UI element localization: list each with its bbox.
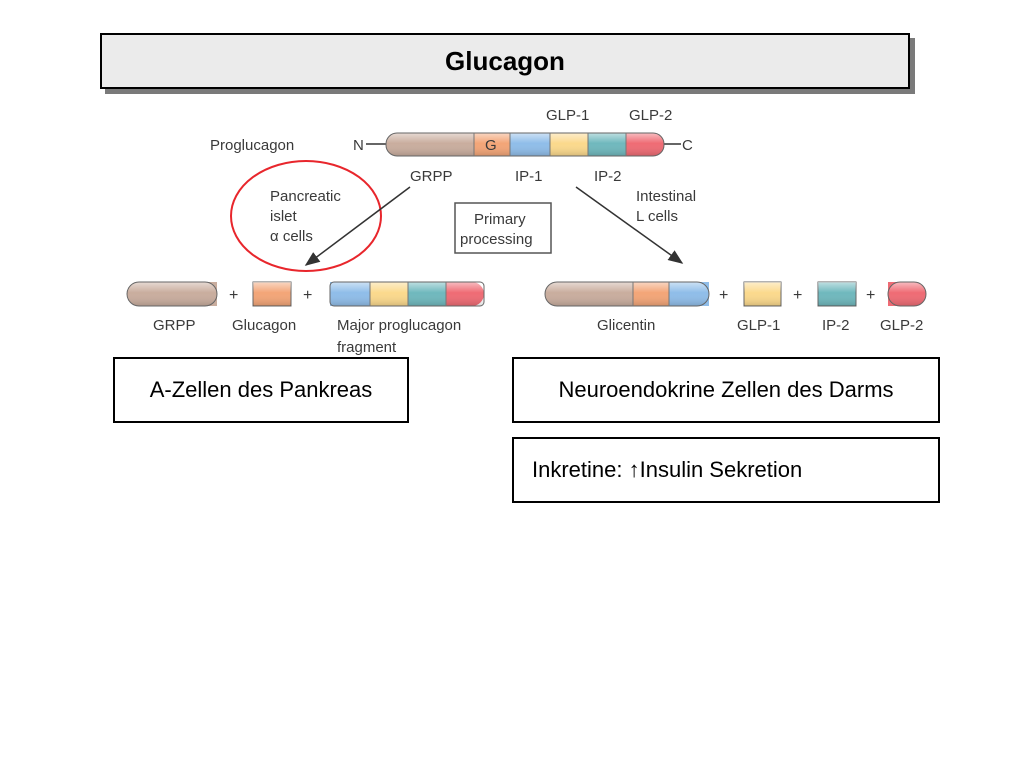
- proglucagon-bar: G: [385, 132, 665, 157]
- plus-sign: +: [793, 287, 802, 304]
- ip2-product-label: IP-2: [822, 317, 850, 334]
- left-pathway-line-2: islet: [270, 208, 298, 225]
- processing-line-2: processing: [460, 231, 533, 248]
- glicentin-outline: [544, 281, 710, 307]
- major-fragment-label-2: fragment: [337, 339, 397, 356]
- major-fragment-outline: [329, 281, 485, 307]
- glicentin-label: Glicentin: [597, 317, 655, 334]
- left-pathway-line-3: α cells: [270, 228, 313, 245]
- plus-sign: +: [303, 287, 312, 304]
- glp1-top-label: GLP-1: [546, 107, 589, 124]
- plus-sign: +: [866, 287, 875, 304]
- neuroendocrine-box: Neuroendokrine Zellen des Darms: [512, 357, 940, 423]
- glucagon-product-shade: [253, 282, 291, 306]
- plus-sign: +: [719, 287, 728, 304]
- left-arrow: [304, 186, 411, 266]
- g-segment-label: G: [485, 137, 497, 154]
- proglucagon-label: Proglucagon: [210, 137, 294, 154]
- ip2-bottom-label: IP-2: [594, 168, 622, 185]
- right-pathway-line-2: L cells: [636, 208, 678, 225]
- proglucagon-diagram: Proglucagon N C G GLP-1 GLP-2 GRPP IP-1 …: [126, 107, 927, 356]
- right-pathway-line-1: Intestinal: [636, 188, 696, 205]
- highlight-circle: [230, 160, 382, 272]
- c-terminus-label: C: [682, 137, 693, 154]
- glp1-product-shade: [744, 282, 781, 306]
- left-pathway-line-1: Pancreatic: [270, 188, 341, 205]
- incretin-box: Inkretine: ↑Insulin Sekretion: [512, 437, 940, 503]
- glp2-product-label: GLP-2: [880, 317, 923, 334]
- right-products: + + + Glicentin GLP-1 IP-2 GLP-2: [544, 281, 927, 334]
- grpp-product-label: GRPP: [153, 317, 196, 334]
- ip2-product-shade: [818, 282, 856, 306]
- n-terminus-label: N: [353, 137, 364, 154]
- glp2-product-outline: [887, 281, 927, 307]
- glp2-top-label: GLP-2: [629, 107, 672, 124]
- major-fragment-label-1: Major proglucagon: [337, 317, 461, 334]
- page-title: Glucagon: [100, 33, 910, 89]
- grpp-product-outline: [126, 281, 218, 307]
- ip1-bottom-label: IP-1: [515, 168, 543, 185]
- processing-line-1: Primary: [474, 211, 526, 228]
- glucagon-product-label: Glucagon: [232, 317, 296, 334]
- left-products: + + GRPP Glucagon Major proglucagon frag…: [126, 281, 485, 356]
- processing-box: [454, 202, 552, 254]
- proglucagon-outline: [385, 132, 665, 157]
- a-cells-box: A-Zellen des Pankreas: [113, 357, 409, 423]
- plus-sign: +: [229, 287, 238, 304]
- grpp-bottom-label: GRPP: [410, 168, 453, 185]
- right-arrow: [575, 186, 684, 264]
- glp1-product-label: GLP-1: [737, 317, 780, 334]
